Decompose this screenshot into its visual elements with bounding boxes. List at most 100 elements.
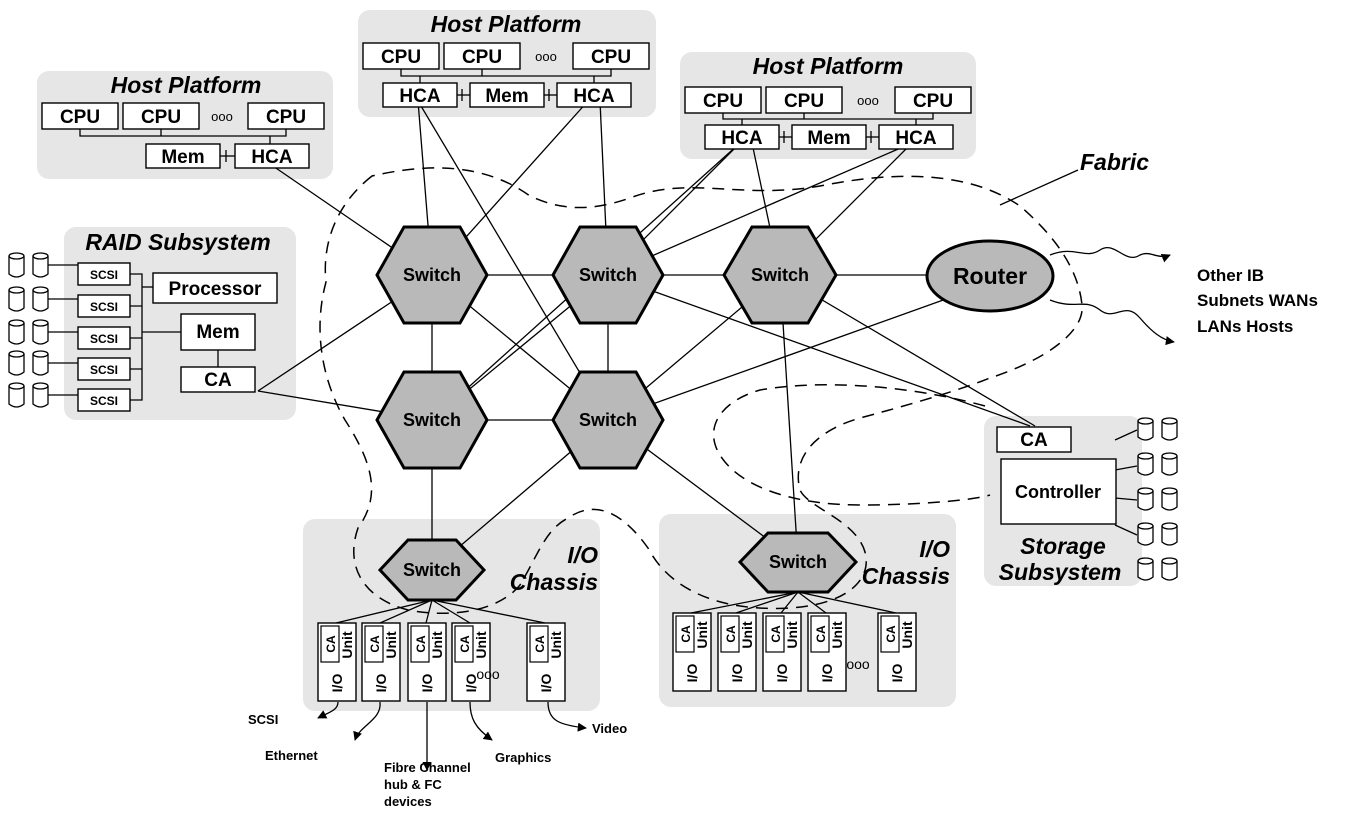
switch-label: Switch — [403, 560, 461, 580]
io-link — [431, 599, 471, 624]
cpu-box: CPU — [381, 47, 421, 68]
device-outputs — [317, 701, 587, 771]
io-unit-label-unit: Unit — [473, 631, 489, 659]
disk-icon — [8, 319, 25, 345]
switch-label: Switch — [403, 265, 461, 285]
io-ellipsis: ooo — [846, 656, 870, 672]
device-label-fibre-3: devices — [384, 794, 432, 809]
disk-icon — [1137, 522, 1154, 546]
external-net-line-2: Subnets WANs — [1197, 291, 1318, 310]
cpu-box: CPU — [591, 47, 631, 68]
io-unit-ca: CA — [814, 625, 828, 643]
io-unit-label-unit: Unit — [829, 621, 845, 649]
io-unit-label-unit: Unit — [739, 621, 755, 649]
scsi-box: SCSI — [90, 300, 118, 314]
scsi-box: SCSI — [90, 363, 118, 377]
scsi-box: SCSI — [90, 268, 118, 282]
switch-top-left — [375, 225, 489, 325]
io-link — [335, 599, 433, 624]
external-net-line-3: LANs Hosts — [1197, 317, 1293, 336]
disk-icon — [1161, 487, 1178, 511]
switch-mid-center — [551, 370, 665, 470]
io-link — [431, 599, 546, 624]
fabric-label: Fabric — [1080, 149, 1149, 175]
device-label-fibre-2: hub & FC — [384, 777, 442, 792]
io-unit-ca: CA — [324, 635, 338, 653]
disk-icon — [8, 252, 25, 278]
storage-disk-group — [1137, 417, 1178, 581]
device-label-scsi: SCSI — [248, 712, 278, 727]
external-networks: Other IB Subnets WANs LANs Hosts — [1049, 247, 1318, 346]
cpu-box: CPU — [784, 91, 824, 112]
disk-icon — [1137, 557, 1154, 581]
raid-subsystem-title: RAID Subsystem — [85, 229, 270, 255]
io-unit-label-io: I/O — [889, 664, 905, 683]
cpu-ellipsis: ooo — [211, 109, 233, 124]
hca-box: HCA — [895, 128, 936, 149]
io-unit-ca: CA — [724, 625, 738, 643]
disk-icon — [32, 382, 49, 408]
storage-fabric-loop — [713, 384, 991, 506]
disk-icon — [8, 382, 25, 408]
io-chassis-right-title-2: Chassis — [862, 563, 950, 589]
io-unit-label-unit: Unit — [429, 631, 445, 659]
disk-icon — [1161, 417, 1178, 441]
switch-io-right — [737, 531, 859, 594]
host-platform-center-title: Host Platform — [431, 11, 582, 37]
io-unit-label-io: I/O — [463, 674, 479, 693]
host-platform-right: Host Platform CPU CPU ooo CPU HCA Mem HC… — [684, 53, 972, 150]
switch-label: Switch — [403, 410, 461, 430]
io-unit-label-io: I/O — [419, 674, 435, 693]
device-label-graphics: Graphics — [495, 750, 551, 765]
switch-label: Switch — [769, 552, 827, 572]
disk-icon — [8, 350, 25, 376]
mem-box: Mem — [161, 147, 204, 168]
io-chassis-right-title-1: I/O — [919, 536, 950, 562]
host-platform-center: Host Platform CPU CPU ooo CPU HCA Mem HC… — [362, 11, 650, 108]
raid-subsystem: RAID Subsystem SCSI SCSI SCSI SCSI SCSI … — [8, 229, 278, 412]
switch-label: Switch — [579, 410, 637, 430]
switches — [375, 225, 859, 602]
switch-io-left — [377, 538, 487, 602]
disk-icon — [1137, 487, 1154, 511]
io-link — [797, 591, 827, 614]
raid-ca-box: CA — [204, 370, 232, 391]
storage-subsystem-title-2: Subsystem — [999, 559, 1122, 585]
io-unit-label-io: I/O — [774, 664, 790, 683]
fabric-callout: Fabric — [999, 149, 1149, 206]
disk-icon — [1161, 557, 1178, 581]
disk-icon — [32, 286, 49, 312]
io-unit-label-io: I/O — [729, 664, 745, 683]
io-unit-label-unit: Unit — [383, 631, 399, 659]
switch-label: Switch — [751, 265, 809, 285]
raid-disk-group — [8, 252, 78, 408]
io-link — [690, 591, 799, 614]
disk-icon — [32, 350, 49, 376]
device-label-video: Video — [592, 721, 627, 736]
fabric-boundary — [319, 167, 1083, 615]
scsi-box: SCSI — [90, 394, 118, 408]
host-platform-right-title: Host Platform — [753, 53, 904, 79]
io-unit-label-unit: Unit — [899, 621, 915, 649]
io-link — [425, 599, 433, 624]
io-unit-ca: CA — [533, 635, 547, 653]
router-node — [925, 239, 1055, 313]
switch-label: Switch — [579, 265, 637, 285]
host-platform-left-title: Host Platform — [111, 72, 262, 98]
io-link — [735, 591, 799, 614]
storage-subsystem: CA Controller Storage Subsystem — [996, 417, 1178, 585]
hca-box: HCA — [399, 86, 440, 107]
cpu-ellipsis: ooo — [857, 93, 879, 108]
storage-ca-box: CA — [1020, 430, 1048, 451]
io-link — [379, 599, 433, 624]
